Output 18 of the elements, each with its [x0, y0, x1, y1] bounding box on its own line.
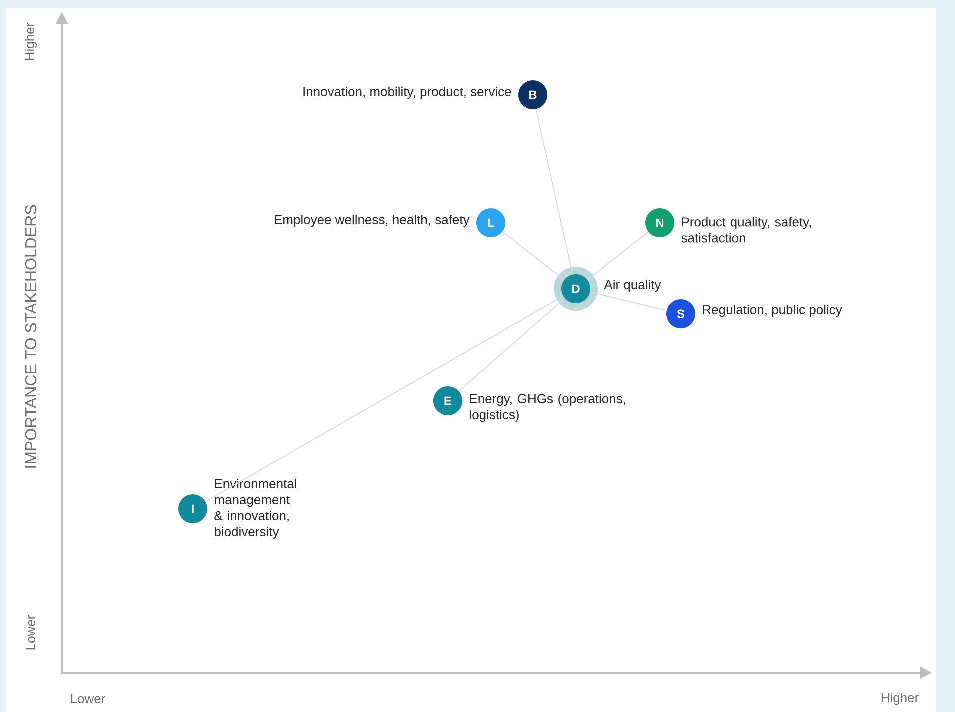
item-label: Innovation, mobility, product, service: [304, 86, 512, 100]
connector-line: [205, 296, 564, 502]
axis-title: IMPORTANCE TO STAKEHOLDERS: [25, 205, 37, 468]
connector-line: [536, 108, 574, 276]
item-label: Regulation, public policy: [703, 304, 842, 318]
connector-line: [458, 298, 566, 392]
item-label: Air quality: [604, 280, 662, 292]
axis-end-label: Lower: [71, 694, 106, 704]
item-label: Environmental management & innovation, biodiversity: [214, 478, 296, 540]
item-label: Product quality, safety, satisfaction: [682, 217, 812, 243]
axis-end-label: Lower: [26, 616, 36, 650]
connector-line: [590, 292, 668, 312]
item-label: Energy, GHGs (operations, logistics): [470, 394, 626, 422]
connector-line: [587, 232, 649, 280]
connector-line: [502, 232, 565, 280]
item-label: Employee wellness, health, safety: [275, 214, 470, 228]
axis-end-label: Higher: [882, 692, 919, 706]
axis-end-label: Higher: [24, 23, 38, 60]
